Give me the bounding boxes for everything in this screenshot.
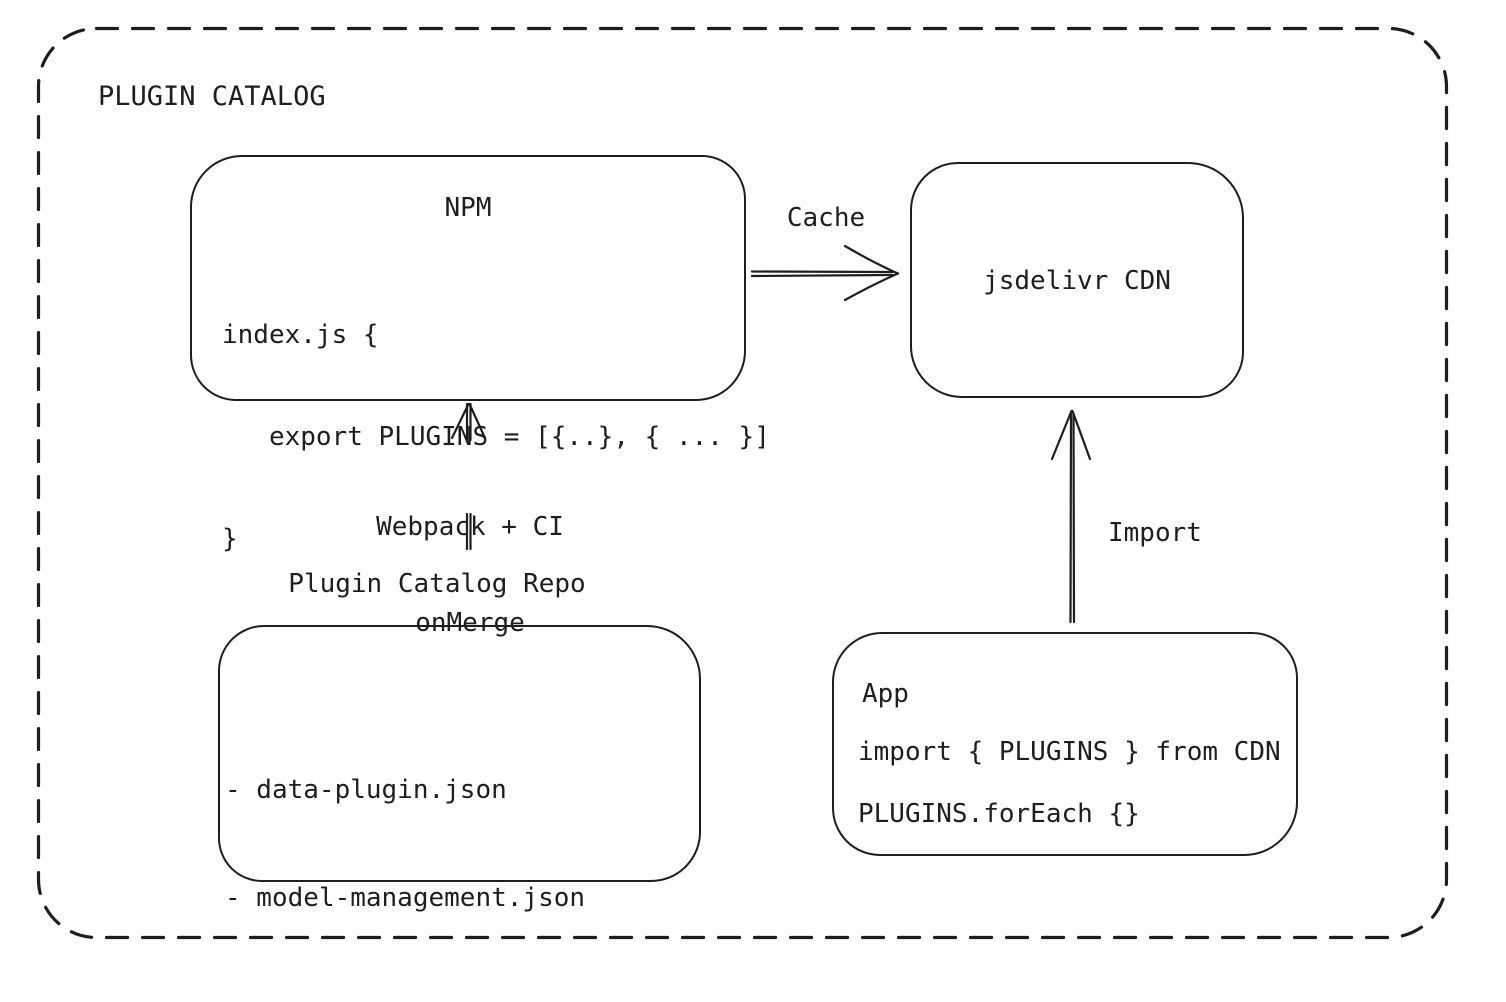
app-node-title: App: [862, 679, 909, 709]
import-edge-label: Import: [1108, 518, 1202, 548]
repo-node: [218, 625, 701, 882]
plugin-catalog-frame: [36, 26, 1449, 940]
npm-code-line: }: [222, 524, 238, 554]
import-arrow: [1050, 409, 1092, 624]
cdn-node: [910, 162, 1244, 398]
repo-file-list: - data-plugin.json - model-management.js…: [225, 700, 585, 1002]
webpack-edge-label: Webpack + CI onMerge: [320, 447, 620, 703]
webpack-edge-label-line2: onMerge: [415, 608, 525, 638]
repo-file-item: - model-management.json: [225, 883, 586, 913]
npm-code-block: index.js { export PLUGINS = [{..}, { ...…: [222, 250, 770, 624]
webpack-edge-label-line1: Webpack + CI: [376, 512, 564, 542]
cache-arrow: [750, 244, 900, 302]
npm-code-line: index.js {: [222, 320, 379, 350]
cache-edge-label: Cache: [786, 203, 866, 233]
frame-title: PLUGIN CATALOG: [98, 81, 326, 112]
app-code-line: PLUGINS.forEach {}: [858, 799, 1140, 829]
npm-code-line: export PLUGINS = [{..}, { ... }]: [222, 422, 770, 452]
app-node: [832, 632, 1298, 856]
app-code-line: import { PLUGINS } from CDN: [858, 737, 1281, 767]
webpack-arrow: [450, 402, 487, 551]
npm-node-title: NPM: [444, 193, 492, 223]
npm-node: [190, 155, 746, 401]
repo-file-item: ...: [225, 988, 585, 1002]
cdn-node-label: jsdelivr CDN: [983, 266, 1171, 296]
repo-node-title: Plugin Catalog Repo: [288, 569, 586, 599]
repo-file-item: - data-plugin.json: [225, 775, 507, 805]
